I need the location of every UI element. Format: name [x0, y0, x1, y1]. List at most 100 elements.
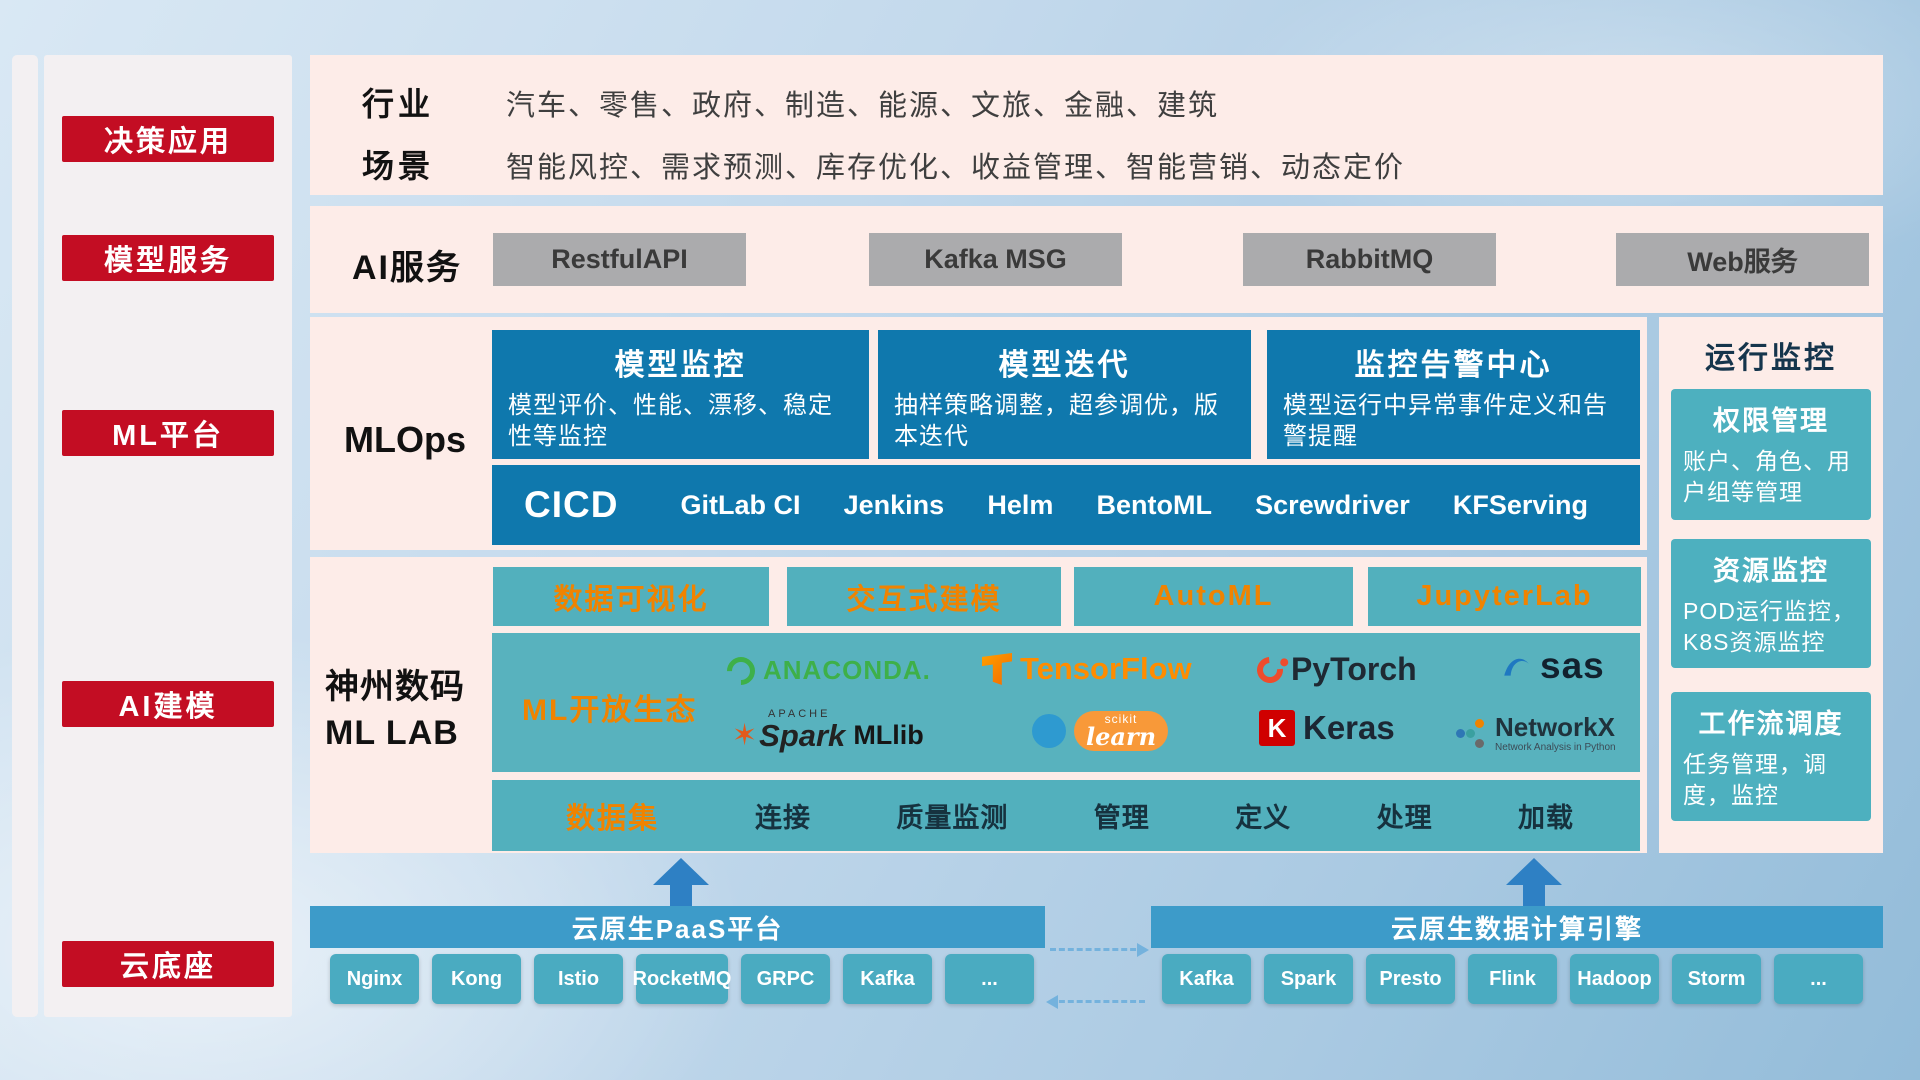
workflow-schedule-card: 工作流调度 任务管理，调度，监控 [1671, 692, 1871, 821]
mlops-label: MLOps [344, 419, 466, 460]
sidebar-item-model-service: 模型服务 [62, 235, 274, 281]
anaconda-wordmark: ANACONDA. [763, 655, 931, 685]
paas-chip-row: Nginx Kong Istio RocketMQ GRPC Kafka ... [330, 954, 1034, 1004]
sidebar-item-cloud-base: 云底座 [62, 941, 274, 987]
mllab-label-line2: ML LAB [325, 713, 459, 752]
scikit-circle-icon [1032, 714, 1066, 748]
alert-center-card: 监控告警中心 模型运行中异常事件定义和告警提醒 [1267, 330, 1640, 459]
resource-monitor-desc: POD运行监控，K8S资源监控 [1683, 598, 1856, 656]
ai-service-kafka-msg: Kafka MSG [869, 233, 1122, 286]
sidebar-item-ai-modeling: AI建模 [62, 681, 274, 727]
cicd-jenkins: Jenkins [843, 489, 945, 520]
scikit-top-text: scikit [1104, 712, 1138, 726]
dataset-process: 处理 [1376, 803, 1433, 833]
tool-interactive-modeling: 交互式建模 [787, 567, 1061, 626]
permission-mgmt-card: 权限管理 账户、角色、用户组等管理 [1671, 389, 1871, 520]
ai-service-panel: AI服务 RestfulAPI Kafka MSG RabbitMQ Web服务 [310, 206, 1883, 313]
runtime-monitor-title: 运行监控 [1705, 342, 1837, 375]
dataset-load: 加载 [1517, 803, 1574, 833]
spark-wordmark: Spark [759, 718, 846, 753]
scikit-learn-text: learn [1086, 722, 1157, 751]
paas-platform-header: 云原生PaaS平台 [310, 906, 1045, 948]
apache-label: APACHE [768, 708, 831, 720]
resource-monitor-card: 资源监控 POD运行监控，K8S资源监控 [1671, 539, 1871, 668]
industry-list: 汽车、零售、政府、制造、能源、文旅、金融、建筑 [506, 90, 1220, 122]
scene-label: 场景 [362, 148, 435, 184]
keras-k-icon: K [1259, 710, 1295, 746]
dashed-arrow-left-icon [1046, 995, 1145, 1009]
model-monitor-card: 模型监控 模型评价、性能、漂移、稳定性等监控 [492, 330, 869, 459]
sidebar: 决策应用 模型服务 ML平台 AI建模 云底座 [44, 55, 292, 1017]
cicd-kfserving: KFServing [1452, 489, 1588, 520]
chip-kafka-paas: Kafka [843, 954, 932, 1004]
chip-more-engine: ... [1774, 954, 1863, 1004]
alert-center-desc: 模型运行中异常事件定义和告警提醒 [1283, 392, 1608, 451]
tool-automl: AutoML [1074, 567, 1353, 626]
runtime-monitor-panel: 运行监控 权限管理 账户、角色、用户组等管理 资源监控 POD运行监控，K8S资… [1659, 317, 1883, 853]
chip-spark: Spark [1264, 954, 1353, 1004]
scikit-learn-logo: scikit learn [1032, 711, 1169, 751]
networkx-subtitle: Network Analysis in Python [1495, 741, 1616, 753]
model-iteration-card: 模型迭代 抽样策略调整，超参调优，版本迭代 [878, 330, 1251, 459]
cicd-label: CICD [524, 484, 619, 525]
spark-star-icon: ✶ [732, 718, 758, 752]
chip-presto: Presto [1366, 954, 1455, 1004]
mlops-panel: MLOps 模型监控 模型评价、性能、漂移、稳定性等监控 模型迭代 抽样策略调整… [310, 317, 1647, 550]
sas-icon [1504, 658, 1529, 676]
keras-logo: K Keras [1259, 709, 1395, 747]
alert-center-title: 监控告警中心 [1354, 349, 1553, 382]
permission-mgmt-title: 权限管理 [1713, 406, 1829, 436]
sas-wordmark: sas [1540, 645, 1605, 686]
dataset-manage: 管理 [1093, 803, 1150, 833]
sidebar-item-ml-platform: ML平台 [62, 410, 274, 456]
model-iteration-title: 模型迭代 [998, 349, 1131, 382]
engine-up-arrow-icon [1506, 858, 1562, 906]
spark-logo: APACHE ✶ Spark [732, 708, 846, 753]
industry-scene-panel: 行业 汽车、零售、政府、制造、能源、文旅、金融、建筑 场景 智能风控、需求预测、… [310, 55, 1883, 195]
chip-istio: Istio [534, 954, 623, 1004]
mllab-panel: 神州数码 ML LAB 数据可视化 交互式建模 AutoML JupyterLa… [310, 557, 1647, 853]
ai-service-web: Web服务 [1616, 233, 1869, 286]
dataset-bar: 数据集 连接 质量监测 管理 定义 处理 加载 [492, 780, 1640, 851]
ml-ecosystem-label: ML开放生态 [522, 694, 698, 727]
chip-rocketmq: RocketMQ [633, 954, 731, 1004]
left-accent-strip [12, 55, 38, 1017]
dashed-arrow-right-icon [1050, 943, 1149, 957]
workflow-schedule-title: 工作流调度 [1698, 709, 1844, 739]
tensorflow-logo: TensorFlow [982, 651, 1192, 687]
chip-hadoop: Hadoop [1570, 954, 1659, 1004]
sas-logo: sas [1500, 645, 1605, 687]
model-monitor-desc: 模型评价、性能、漂移、稳定性等监控 [508, 392, 833, 451]
anaconda-logo: ANACONDA. [721, 650, 931, 691]
dataset-label: 数据集 [566, 802, 660, 835]
paas-up-arrow-icon [653, 858, 709, 906]
resource-monitor-title: 资源监控 [1713, 556, 1829, 586]
cicd-items: GitLab CI Jenkins Helm BentoML Screwdriv… [618, 490, 1640, 521]
ai-service-label: AI服务 [352, 249, 462, 287]
scene-list: 智能风控、需求预测、库存优化、收益管理、智能营销、动态定价 [506, 152, 1406, 184]
cicd-screwdriver: Screwdriver [1255, 489, 1410, 520]
scikit-badge: scikit learn [1074, 711, 1169, 751]
model-iteration-desc: 抽样策略调整，超参调优，版本迭代 [894, 392, 1219, 451]
anaconda-icon [721, 650, 761, 691]
tensorflow-wordmark: TensorFlow [1020, 651, 1192, 686]
pytorch-icon [1251, 651, 1289, 688]
industry-label: 行业 [362, 86, 435, 122]
chip-storm: Storm [1672, 954, 1761, 1004]
dataset-define: 定义 [1235, 803, 1292, 833]
pytorch-logo: PyTorch [1251, 651, 1417, 688]
data-engine-header: 云原生数据计算引擎 [1151, 906, 1883, 948]
tool-data-visualization: 数据可视化 [493, 567, 769, 626]
model-monitor-title: 模型监控 [614, 349, 747, 382]
tool-jupyterlab: JupyterLab [1368, 567, 1641, 626]
ai-service-rabbitmq: RabbitMQ [1243, 233, 1496, 286]
cicd-gitlab-ci: GitLab CI [680, 489, 801, 520]
keras-wordmark: Keras [1303, 709, 1395, 746]
mllib-wordmark: MLlib [853, 720, 924, 750]
engine-chip-row: Kafka Spark Presto Flink Hadoop Storm ..… [1162, 954, 1863, 1004]
ai-service-restfulapi: RestfulAPI [493, 233, 746, 286]
mllab-label-line1: 神州数码 [325, 668, 465, 706]
chip-nginx: Nginx [330, 954, 419, 1004]
dataset-connect: 连接 [755, 803, 812, 833]
